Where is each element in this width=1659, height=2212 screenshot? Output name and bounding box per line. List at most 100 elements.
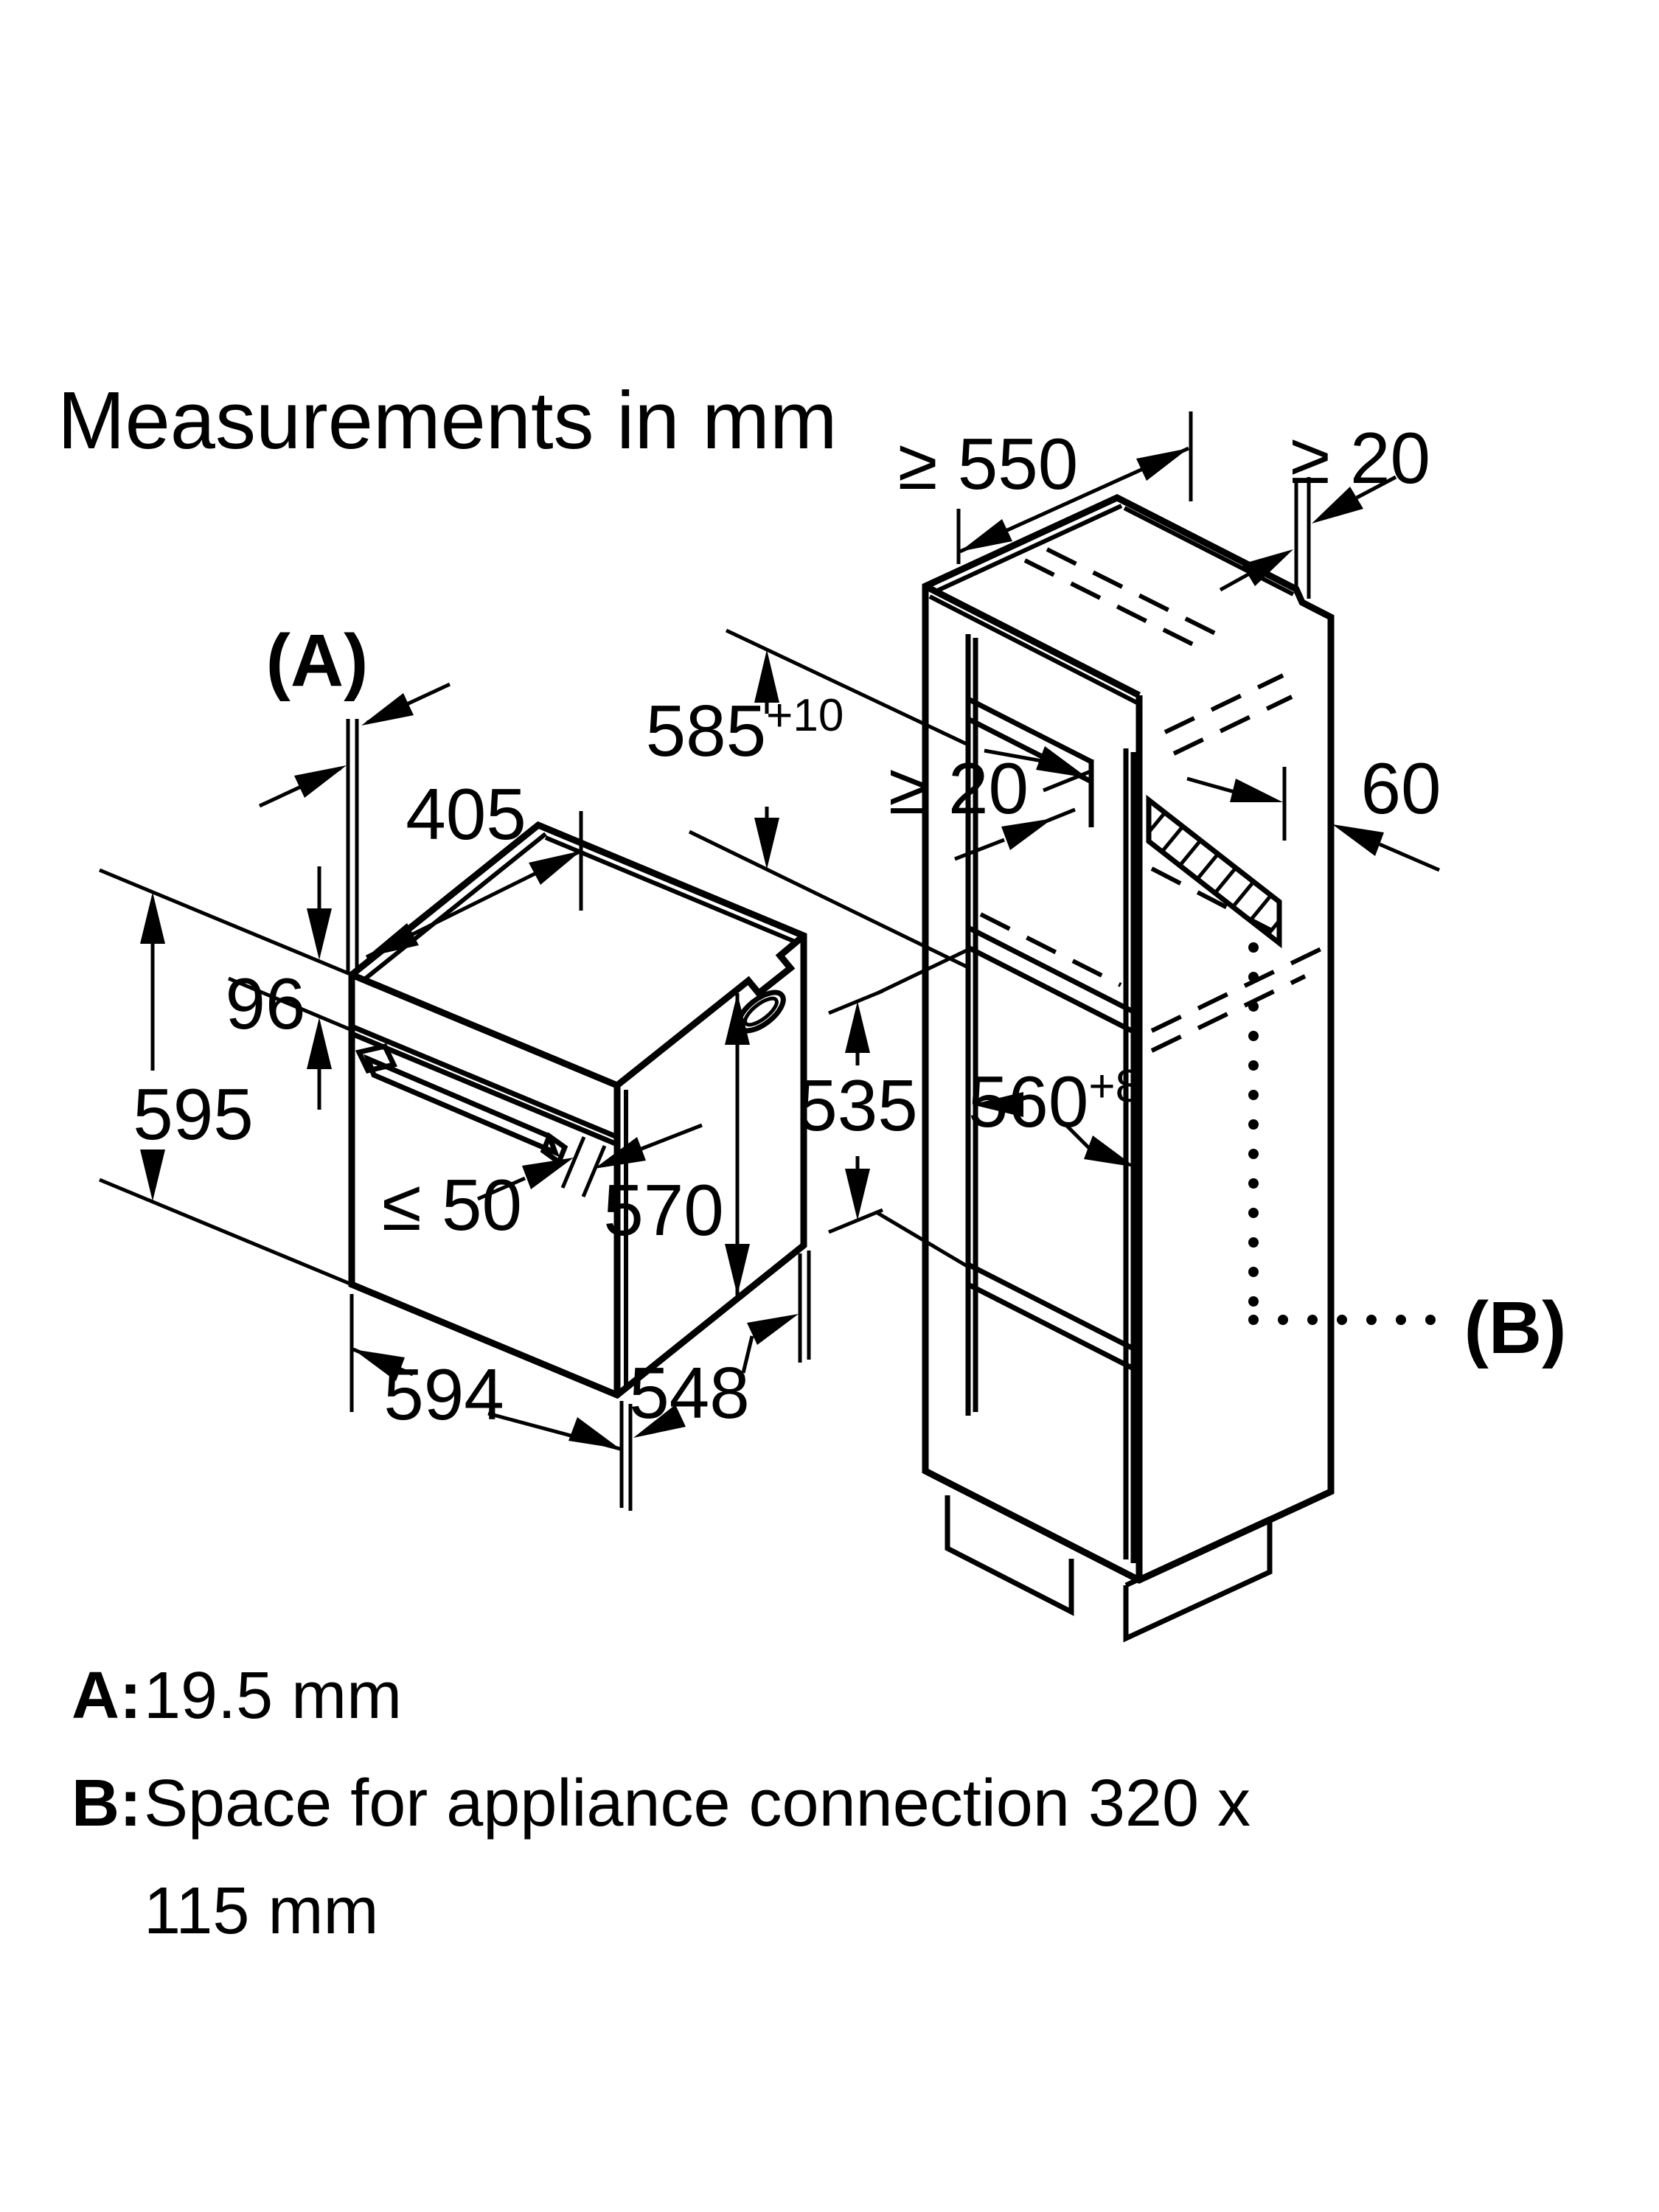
dim-20-top-arrow-left: [1242, 549, 1293, 586]
dim-535-tick-top: [828, 989, 883, 1015]
dim-50-tick-2: [581, 1145, 607, 1197]
dim-560-value: 560: [968, 1061, 1089, 1142]
oven-top-inset-left: [361, 832, 547, 983]
cabinet-hidden-line-4: [1150, 942, 1333, 1033]
dim-594: 594: [349, 1294, 633, 1511]
cabinet-top-inset-left: [934, 504, 1123, 594]
cabinet-hidden-line-6: [979, 912, 1122, 987]
dim-570-arrow-top: [725, 993, 750, 1045]
dim-50: ≤ 50: [382, 1123, 703, 1245]
dim-585-tolerance: +10: [766, 690, 844, 741]
dim-405-arrow-right: [529, 851, 581, 885]
dim-595-arrow-top: [140, 892, 165, 944]
legend-a-key: A:: [72, 1659, 142, 1733]
dim-570-label: 570: [603, 1169, 724, 1251]
dim-585-ext-bottom: [688, 830, 970, 970]
dim-570-arrow-bottom: [725, 1244, 750, 1295]
dim-50-label: ≤ 50: [382, 1164, 522, 1245]
dim-20-top-leader-right: [1355, 475, 1397, 500]
dim-a-arrow-1: [294, 765, 347, 798]
oven-side-grip-hole-inner: [743, 996, 779, 1027]
dim-405-label: 405: [406, 773, 526, 855]
cabinet-top-hidden-edge-2: [1046, 547, 1233, 644]
dim-50-arrow-2: [594, 1137, 646, 1169]
cabinet-floor-edge-1: [967, 1262, 1135, 1352]
dim-50-tick-1: [560, 1136, 586, 1189]
dim-60-leader-right: [1379, 842, 1440, 872]
dim-20-mid-label: ≥ 20: [888, 748, 1029, 829]
cabinet-top-hidden-edge-1: [1023, 558, 1211, 655]
page-title: Measurements in mm: [58, 375, 838, 466]
dim-96-arrow-bottom: [307, 1018, 332, 1069]
dim-550-label: ≥ 550: [898, 423, 1079, 504]
cabinet-front-top-inner: [928, 594, 1138, 705]
dim-595-ext-bottom: [99, 1178, 352, 1287]
cabinet-outline: [922, 493, 1335, 1585]
dim-585-value: 585: [646, 690, 767, 771]
dim-20-top-arrow-right: [1312, 487, 1363, 524]
dim-60-arrow-left: [1332, 824, 1384, 856]
dim-585-arrow-top: [754, 650, 779, 703]
dim-50-arrow-1: [522, 1158, 574, 1189]
dim-595-label: 595: [133, 1074, 254, 1155]
dim-560-leader-right: [1064, 1123, 1091, 1150]
dim-550-arrow-left: [960, 519, 1012, 552]
dim-60-label: 60: [1360, 748, 1441, 829]
dim-405-arrow-left: [366, 923, 419, 957]
legend-b-key: B:: [72, 1767, 142, 1840]
dim-585-label: 585+10: [646, 690, 844, 771]
dim-535-arrow-top: [845, 1001, 870, 1053]
dim-96-label: 96: [225, 963, 305, 1044]
vent-hatch-lines: [1149, 811, 1279, 936]
dim-548-leader-right: [741, 1335, 754, 1374]
oven-panel-line-1: [350, 1023, 619, 1140]
ref-b-label: (B): [1464, 1287, 1567, 1369]
dim-594-arrow-right: [568, 1417, 620, 1449]
dim-50-leader-2: [641, 1123, 703, 1151]
cabinet-hidden-line-3: [1150, 866, 1287, 940]
legend-b-value-line2: 115 mm: [144, 1874, 378, 1948]
dim-20-mid-leader-2: [954, 838, 1005, 861]
dim-585: 585+10: [646, 628, 970, 970]
dim-20-top-leader-left: [1219, 569, 1255, 592]
dim-a-arrow-2: [361, 693, 414, 726]
dim-570: 570: [603, 993, 750, 1295]
oven-panel-line-2: [350, 1031, 619, 1147]
cabinet-niche-bottom-shelf-1: [967, 925, 1135, 1015]
dim-60: 60: [1186, 748, 1441, 872]
dim-535-arrow-bottom: [845, 1169, 870, 1220]
dim-594-label: 594: [383, 1354, 504, 1435]
oven-top-inset-back: [544, 835, 796, 944]
dim-560-tolerance: +8: [1088, 1061, 1141, 1112]
legend: A: 19.5 mm B: Space for appliance connec…: [72, 1659, 1251, 1948]
cabinet-drawing: (B) ≥ 550 ≥ 20 585+1: [646, 411, 1567, 1643]
dim-560-label: 560+8: [968, 1061, 1141, 1142]
cabinet-top-inset-back: [1123, 506, 1295, 597]
dim-20-top: ≥ 20: [1219, 417, 1430, 599]
dim-548-arrow-left: [633, 1405, 686, 1438]
cabinet-hidden-line-2: [1172, 695, 1293, 756]
dim-535-ext-bottom: [876, 1211, 970, 1269]
oven-handle-left-mount: [355, 1043, 398, 1074]
dim-60-leader-left: [1186, 776, 1235, 794]
dim-595-arrow-bottom: [140, 1150, 165, 1201]
vent-strip-hatching: [1149, 811, 1279, 936]
dim-405: 405: [365, 773, 583, 959]
cabinet-plinth-front: [945, 1495, 1074, 1616]
cabinet-floor-edge-2: [967, 1281, 1135, 1371]
dim-535-tick-bottom: [828, 1208, 883, 1234]
oven-drawing: (A) 405 96 595: [99, 619, 811, 1511]
dim-548: 548: [629, 1251, 811, 1438]
dim-594-arrow-left: [353, 1349, 405, 1381]
cabinet-plinth-top: [1124, 1516, 1271, 1588]
dim-595: 595: [99, 892, 352, 1287]
dim-548-arrow-right: [747, 1314, 799, 1345]
cabinet-hidden-line-1: [1164, 673, 1284, 734]
dim-20-mid-leader-1: [984, 748, 1043, 763]
oven-top-front-edge: [350, 971, 619, 1089]
dim-20-mid: ≥ 20: [888, 746, 1093, 861]
dim-a-label: (A): [266, 619, 369, 702]
